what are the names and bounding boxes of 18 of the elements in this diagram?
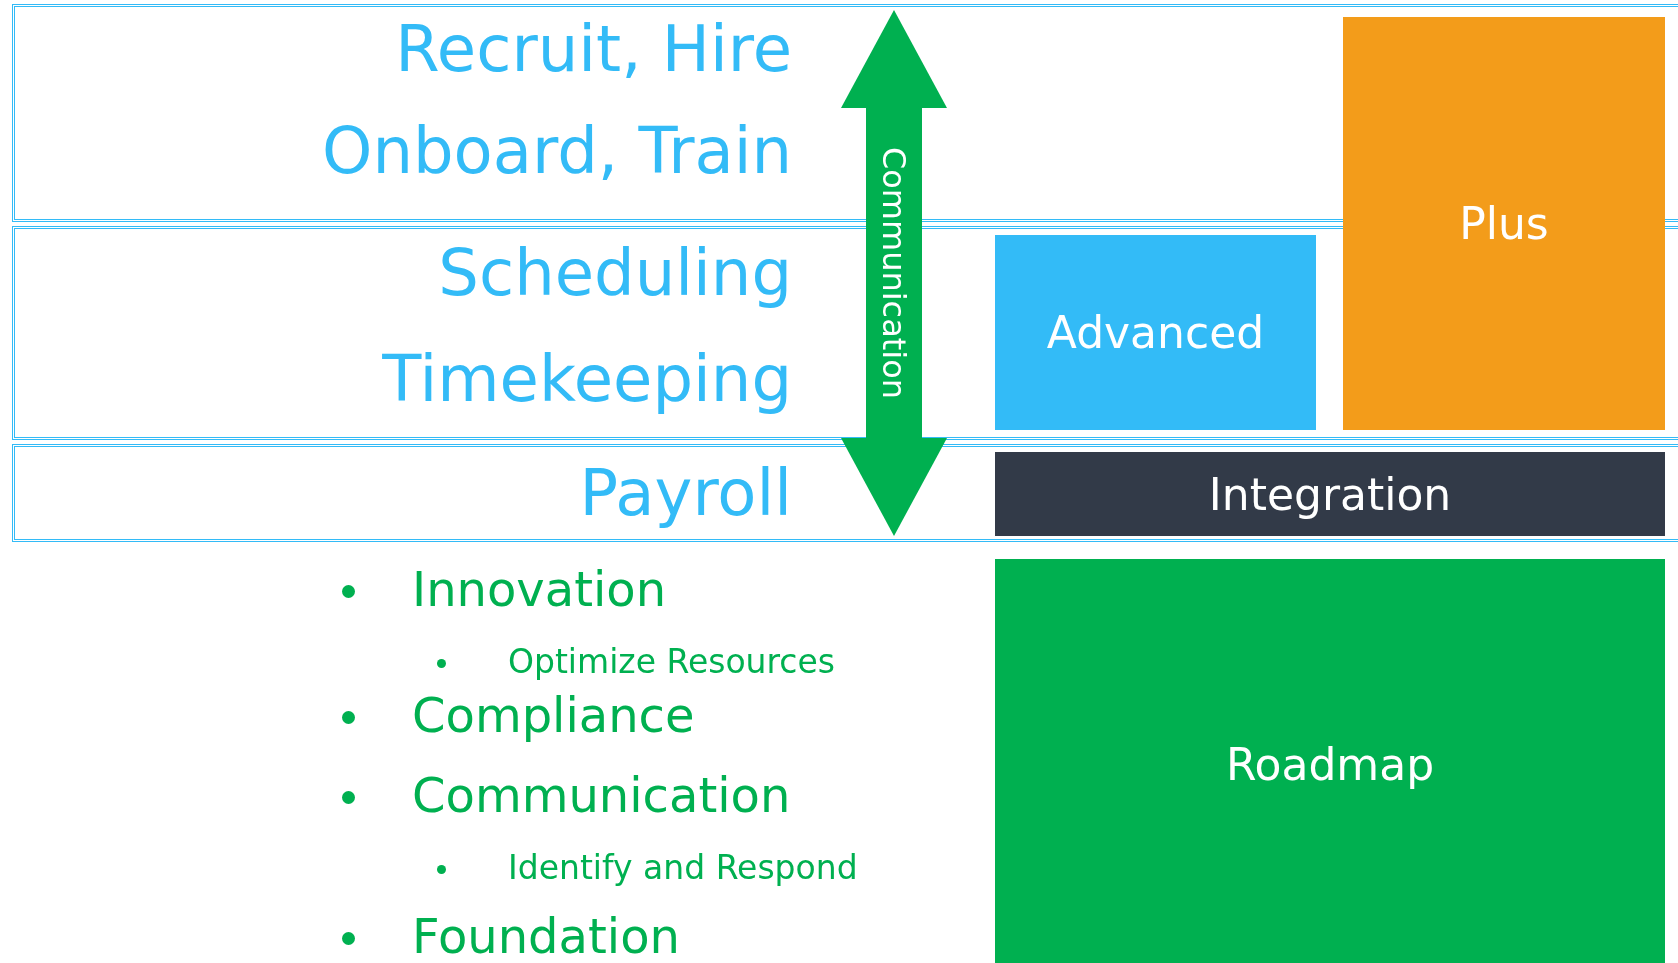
list-item: Foundation: [412, 911, 680, 960]
integration-bar: [995, 452, 1665, 536]
box-label: Plus: [1459, 198, 1549, 249]
box-label: Advanced: [1046, 307, 1265, 358]
layer-band: [12, 444, 1678, 542]
tier-box: [1343, 17, 1665, 430]
list-item: Innovation: [412, 564, 667, 613]
edge-label: Communication: [877, 145, 911, 402]
layer-title: Recruit, Hire: [395, 17, 792, 81]
roadmap-box: [995, 559, 1665, 963]
list-item: Optimize Resources: [508, 644, 835, 678]
box-label: Roadmap: [1225, 738, 1435, 790]
tier-box: [995, 235, 1316, 430]
list-item: Identify and Respond: [508, 850, 858, 884]
double-arrow: [841, 10, 947, 536]
list-item: Communication: [412, 770, 791, 819]
layer-title: Onboard, Train: [322, 119, 792, 183]
box-label: Integration: [1208, 468, 1452, 520]
